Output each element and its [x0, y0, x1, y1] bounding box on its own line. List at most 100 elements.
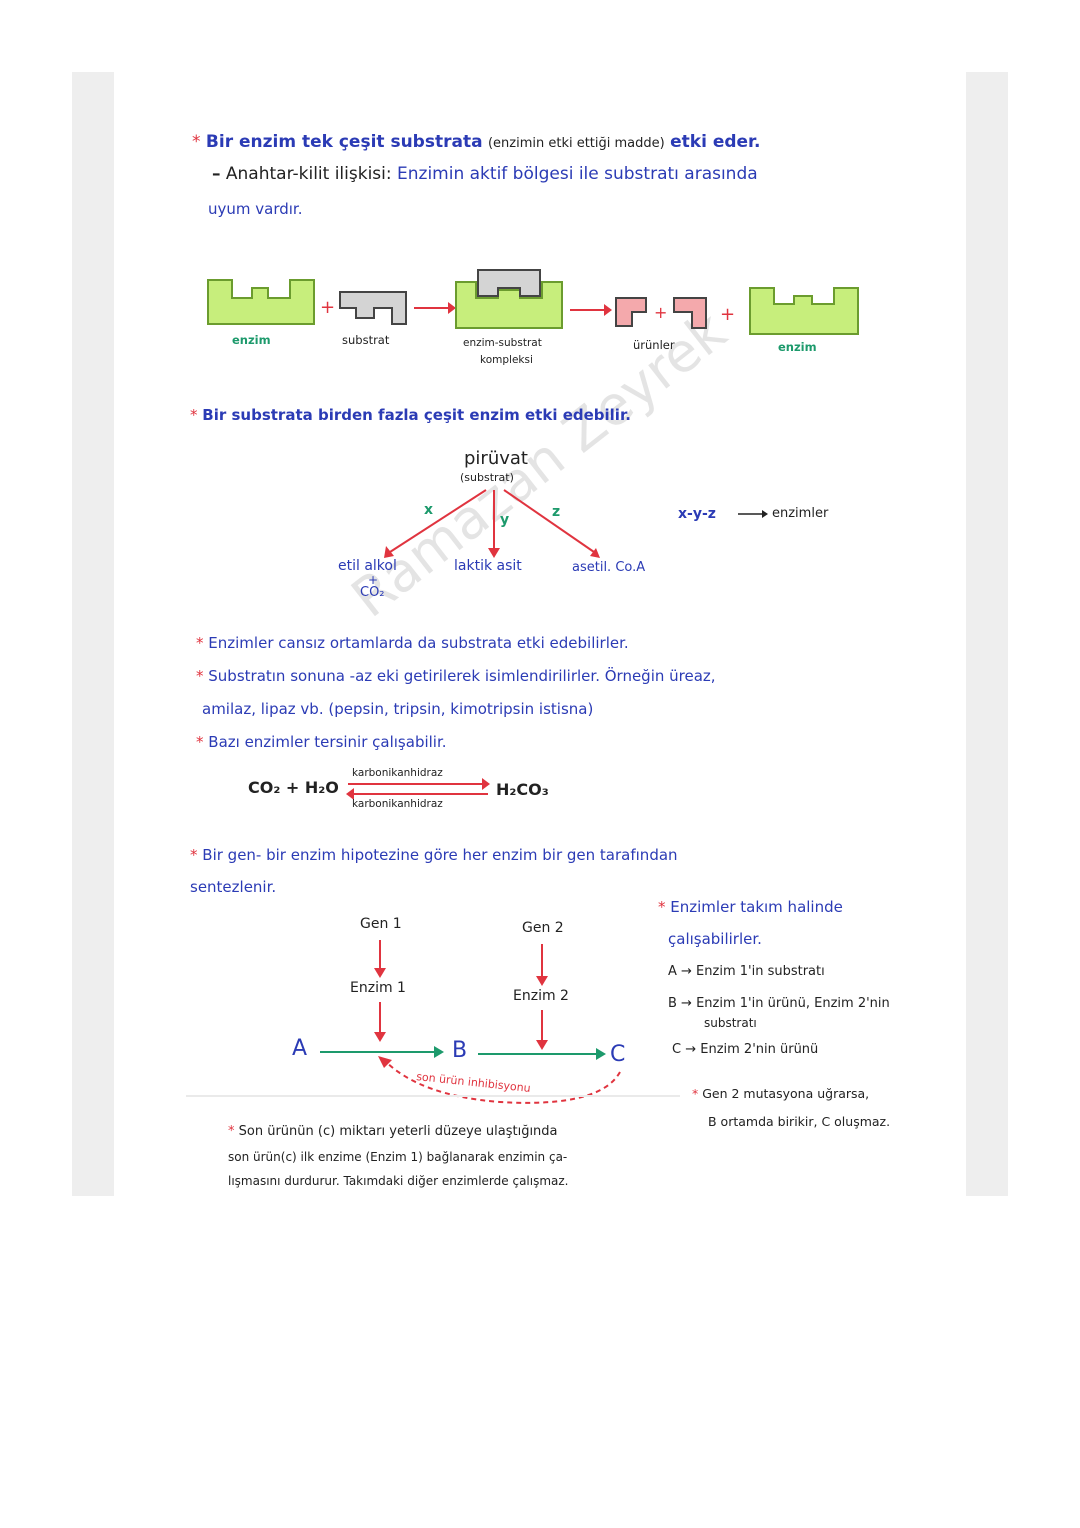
- line-6-text: Substratın sonuna -az eki getirilerek is…: [208, 667, 716, 685]
- reaction-bottom: karbonikanhidraz: [352, 798, 443, 810]
- reaction-top: karbonikanhidraz: [352, 767, 443, 779]
- arrow-1-head: [448, 302, 456, 314]
- substrate-shape: [339, 291, 407, 325]
- line-11: * Enzimler takım halinde: [658, 898, 843, 916]
- line-15: substratı: [704, 1016, 757, 1030]
- line-4: * Bir substrata birden fazla çeşit enzim…: [190, 406, 631, 424]
- line-2-b: Enzimin aktif bölgesi ile substratı aras…: [397, 164, 758, 184]
- label-urunler: ürünler: [633, 338, 675, 352]
- line-14: B → Enzim 1'in ürünü, Enzim 2'nin: [668, 996, 890, 1011]
- asterisk-icon: *: [228, 1124, 235, 1139]
- legend-xyz: x-y-z: [678, 506, 716, 522]
- complex-substrate-shape: [477, 269, 541, 297]
- pyruvate-arrow-x: [389, 489, 487, 553]
- line-5-text: Enzimler cansız ortamlarda da substrata …: [208, 634, 629, 652]
- node-c: C: [610, 1042, 626, 1067]
- product-asetil-coa: asetil. Co.A: [572, 560, 646, 575]
- line-4-text: Bir substrata birden fazla çeşit enzim e…: [202, 406, 631, 424]
- plus-2: +: [654, 303, 667, 322]
- gen1-arrow-head: [374, 968, 386, 978]
- enzyme-x: x: [424, 502, 434, 518]
- line-21: lışmasını durdurur. Takımdaki diğer enzi…: [228, 1174, 569, 1188]
- asterisk-icon: *: [196, 733, 204, 751]
- line-5: * Enzimler cansız ortamlarda da substrat…: [196, 634, 629, 652]
- line-18: B ortamda birikir, C oluşmaz.: [708, 1114, 891, 1129]
- enz2-arrow-head: [536, 1040, 548, 1050]
- line-6: * Substratın sonuna -az eki getirilerek …: [196, 667, 716, 685]
- line-8: * Bazı enzimler tersinir çalışabilir.: [196, 733, 447, 751]
- asterisk-icon: *: [196, 667, 204, 685]
- asterisk-icon: *: [190, 846, 198, 864]
- line-1-a: Bir enzim tek çeşit substrata: [205, 132, 483, 152]
- product-etil-alkol: etil alkol: [338, 558, 397, 574]
- pyruvate-arrow-z: [503, 489, 595, 553]
- asterisk-icon: *: [190, 406, 198, 424]
- legend-arrow-head: [762, 510, 768, 518]
- enzim-1: Enzim 1: [350, 980, 406, 996]
- reverse-arrow-head: [346, 788, 354, 800]
- pyruvate-arrow-z-head: [590, 548, 600, 558]
- label-enzim-2: enzim: [778, 340, 817, 354]
- pyruvate-sub: (substrat): [460, 471, 514, 484]
- left-gutter: [72, 72, 114, 1196]
- complex-enzyme-shape: [455, 281, 563, 329]
- label-enzim: enzim: [232, 333, 271, 347]
- node-b: B: [452, 1038, 468, 1063]
- reaction-left: CO₂ + H₂O: [248, 778, 339, 797]
- b-to-c-arrow-head: [596, 1048, 606, 1060]
- dash-icon: –: [212, 164, 221, 184]
- line-13: A → Enzim 1'in substratı: [668, 964, 825, 979]
- plus-3: +: [720, 304, 735, 325]
- asterisk-icon: *: [196, 634, 204, 652]
- line-11-text: Enzimler takım halinde: [670, 898, 843, 916]
- reaction-right: H₂CO₃: [496, 780, 549, 799]
- line-17-text: Gen 2 mutasyona uğrarsa,: [702, 1086, 870, 1101]
- line-17: * Gen 2 mutasyona uğrarsa,: [692, 1086, 869, 1101]
- notebook-page: [114, 72, 966, 1196]
- asterisk-icon: *: [658, 898, 666, 916]
- gen-1: Gen 1: [360, 916, 402, 932]
- line-16: C → Enzim 2'nin ürünü: [672, 1042, 819, 1057]
- feedback-arrow-head: [378, 1056, 392, 1068]
- plus-1: +: [320, 297, 335, 318]
- line-3: uyum vardır.: [208, 200, 303, 218]
- legend-enzimler: enzimler: [772, 506, 829, 521]
- asterisk-icon: *: [192, 132, 201, 152]
- line-1-c: etki eder.: [670, 132, 761, 152]
- label-complex: enzim-substrat: [463, 337, 542, 349]
- feedback-curve: [383, 1059, 621, 1104]
- arrow-2-head: [604, 304, 612, 316]
- line-9-text: Bir gen- bir enzim hipotezine göre her e…: [202, 846, 678, 864]
- product-plus: +: [368, 573, 379, 587]
- pyruvate-arrow-x-head: [384, 546, 394, 558]
- pyruvate-arrow-y-head: [488, 548, 500, 558]
- line-8-text: Bazı enzimler tersinir çalışabilir.: [208, 733, 447, 751]
- line-19-text: Son ürünün (c) miktarı yeterli düzeye ul…: [238, 1124, 558, 1139]
- enzyme-shape: [207, 279, 315, 325]
- line-12: çalışabilirler.: [668, 930, 762, 948]
- asterisk-icon: *: [692, 1086, 699, 1101]
- line-10: sentezlenir.: [190, 878, 277, 896]
- product-2-shape: [673, 297, 707, 329]
- line-2-a: Anahtar-kilit ilişkisi:: [225, 164, 392, 184]
- right-gutter: [966, 72, 1008, 1196]
- line-7: amilaz, lipaz vb. (pepsin, tripsin, kimo…: [202, 700, 593, 718]
- pyruvate-title: pirüvat: [464, 448, 528, 469]
- line-19: * Son ürünün (c) miktarı yeterli düzeye …: [228, 1124, 558, 1139]
- product-co2: CO₂: [360, 585, 385, 600]
- node-a: A: [292, 1036, 308, 1061]
- line-7-text: amilaz, lipaz vb. (pepsin, tripsin, kimo…: [202, 700, 594, 718]
- a-to-b-arrow-head: [434, 1046, 444, 1058]
- enzyme-2-shape: [749, 287, 859, 335]
- line-2: – Anahtar-kilit ilişkisi: Enzimin aktif …: [212, 164, 758, 184]
- line-9: * Bir gen- bir enzim hipotezine göre her…: [190, 846, 678, 864]
- line-1-b: (enzimin etki ettiği madde): [487, 136, 665, 151]
- forward-arrow-head: [482, 778, 490, 790]
- product-laktik-asit: laktik asit: [454, 558, 522, 574]
- line-20: son ürün(c) ilk enzime (Enzim 1) bağlana…: [228, 1150, 568, 1164]
- product-1-shape: [615, 297, 647, 327]
- gen-2: Gen 2: [522, 920, 564, 936]
- enzyme-y: y: [500, 512, 510, 528]
- enzim-2: Enzim 2: [513, 988, 569, 1004]
